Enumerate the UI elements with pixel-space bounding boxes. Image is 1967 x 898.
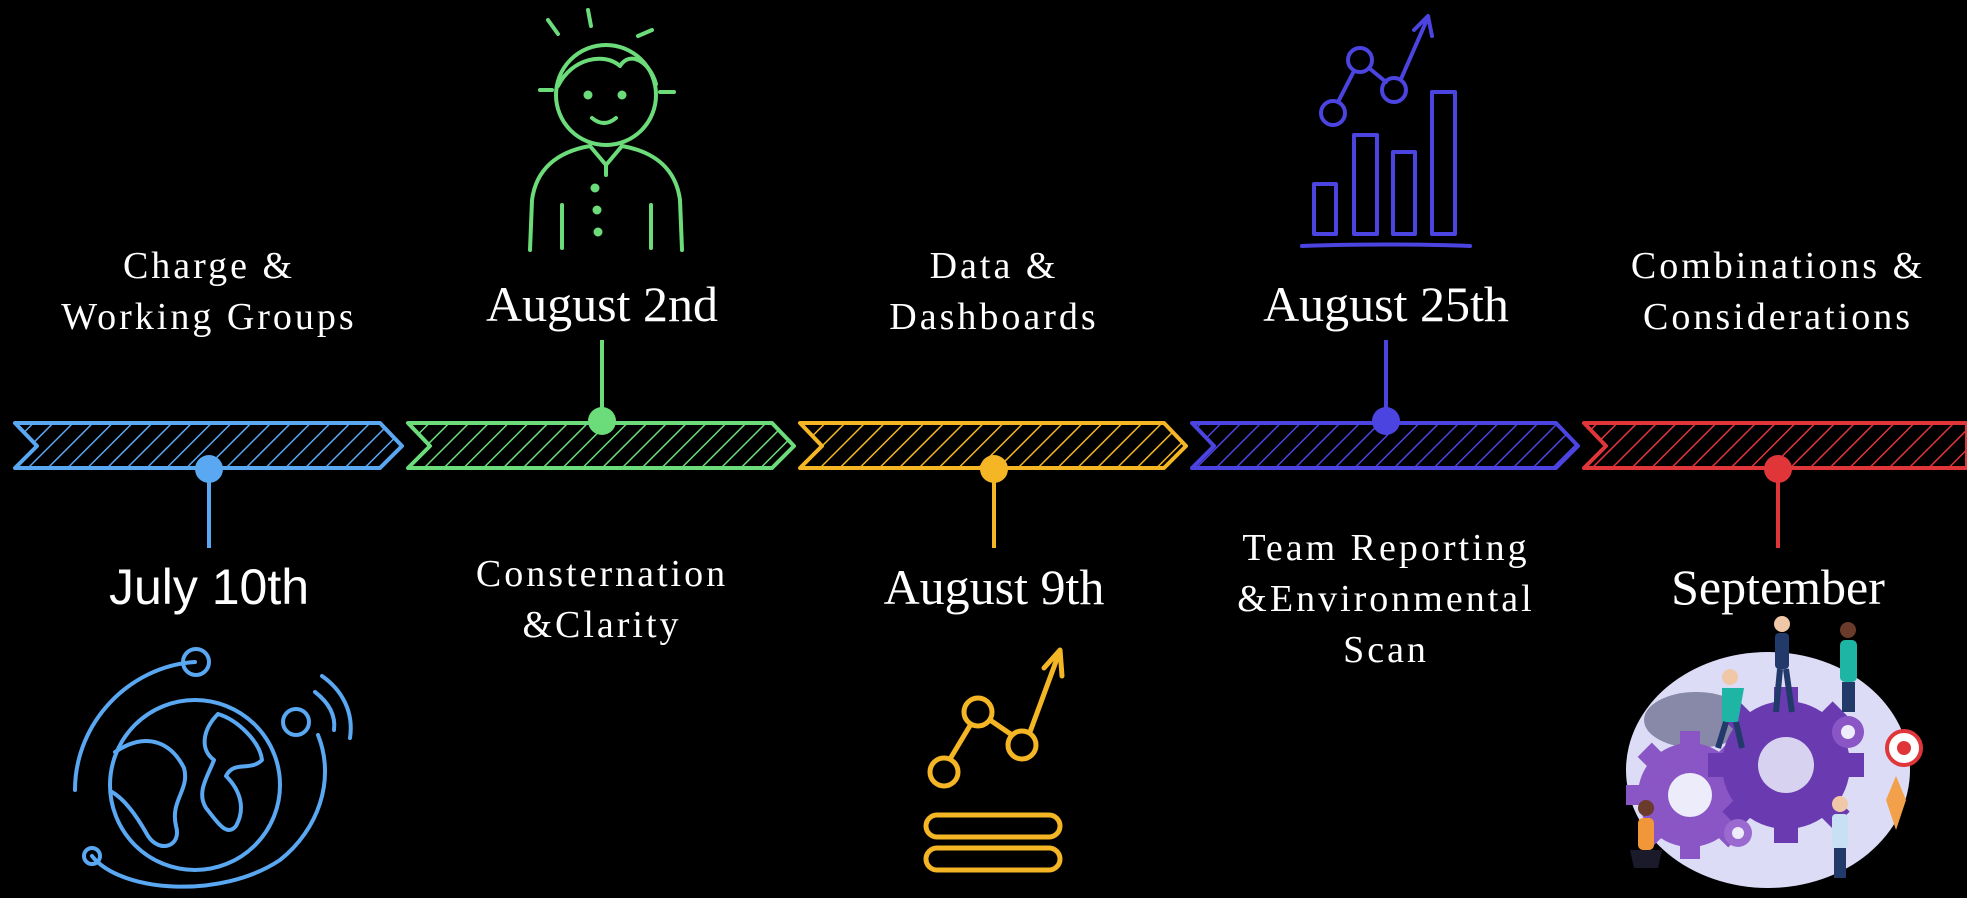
topic-line: &Environmental — [1237, 578, 1535, 620]
bar-chart-icon — [1300, 14, 1472, 248]
arrow-segment-2 — [406, 421, 796, 470]
connector-4 — [1372, 340, 1400, 435]
topic-label-3: Data & Dashboards — [834, 241, 1154, 343]
topic-label-1: Charge & Working Groups — [49, 241, 369, 343]
topic-line: Team Reporting — [1242, 527, 1530, 569]
topic-line: Consternation — [475, 553, 729, 595]
topic-line: &Clarity — [522, 604, 682, 646]
globe-icon — [73, 647, 353, 889]
teamwork-gears-icon — [1626, 616, 1923, 888]
arrow-segment-3 — [798, 421, 1188, 470]
date-label-1: July 10th — [108, 559, 310, 615]
connector-2 — [588, 340, 616, 435]
topic-line: Considerations — [1643, 296, 1913, 338]
topic-line: Combinations & — [1630, 245, 1926, 287]
date-label-2: August 2nd — [486, 276, 718, 332]
trend-chart-icon — [923, 647, 1065, 873]
connector-1 — [195, 455, 223, 548]
topic-label-5: Combinations & Considerations — [1608, 241, 1948, 343]
connector-3 — [980, 455, 1008, 548]
topic-line: Charge & — [122, 245, 296, 287]
date-label-4: August 25th — [1263, 276, 1509, 332]
date-label-3: August 9th — [883, 559, 1105, 615]
connector-5 — [1764, 455, 1792, 548]
topic-line: Data & — [929, 245, 1059, 287]
arrow-segment-4 — [1190, 421, 1580, 470]
topic-label-2: Consternation &Clarity — [442, 549, 762, 651]
topic-label-4: Team Reporting &Environmental Scan — [1216, 523, 1556, 676]
person-icon — [528, 8, 684, 252]
date-label-5: September — [1671, 559, 1885, 615]
topic-line: Working Groups — [61, 296, 357, 338]
arrow-segment-1 — [13, 421, 404, 470]
topic-line: Dashboards — [889, 296, 1099, 338]
topic-line: Scan — [1343, 629, 1429, 671]
